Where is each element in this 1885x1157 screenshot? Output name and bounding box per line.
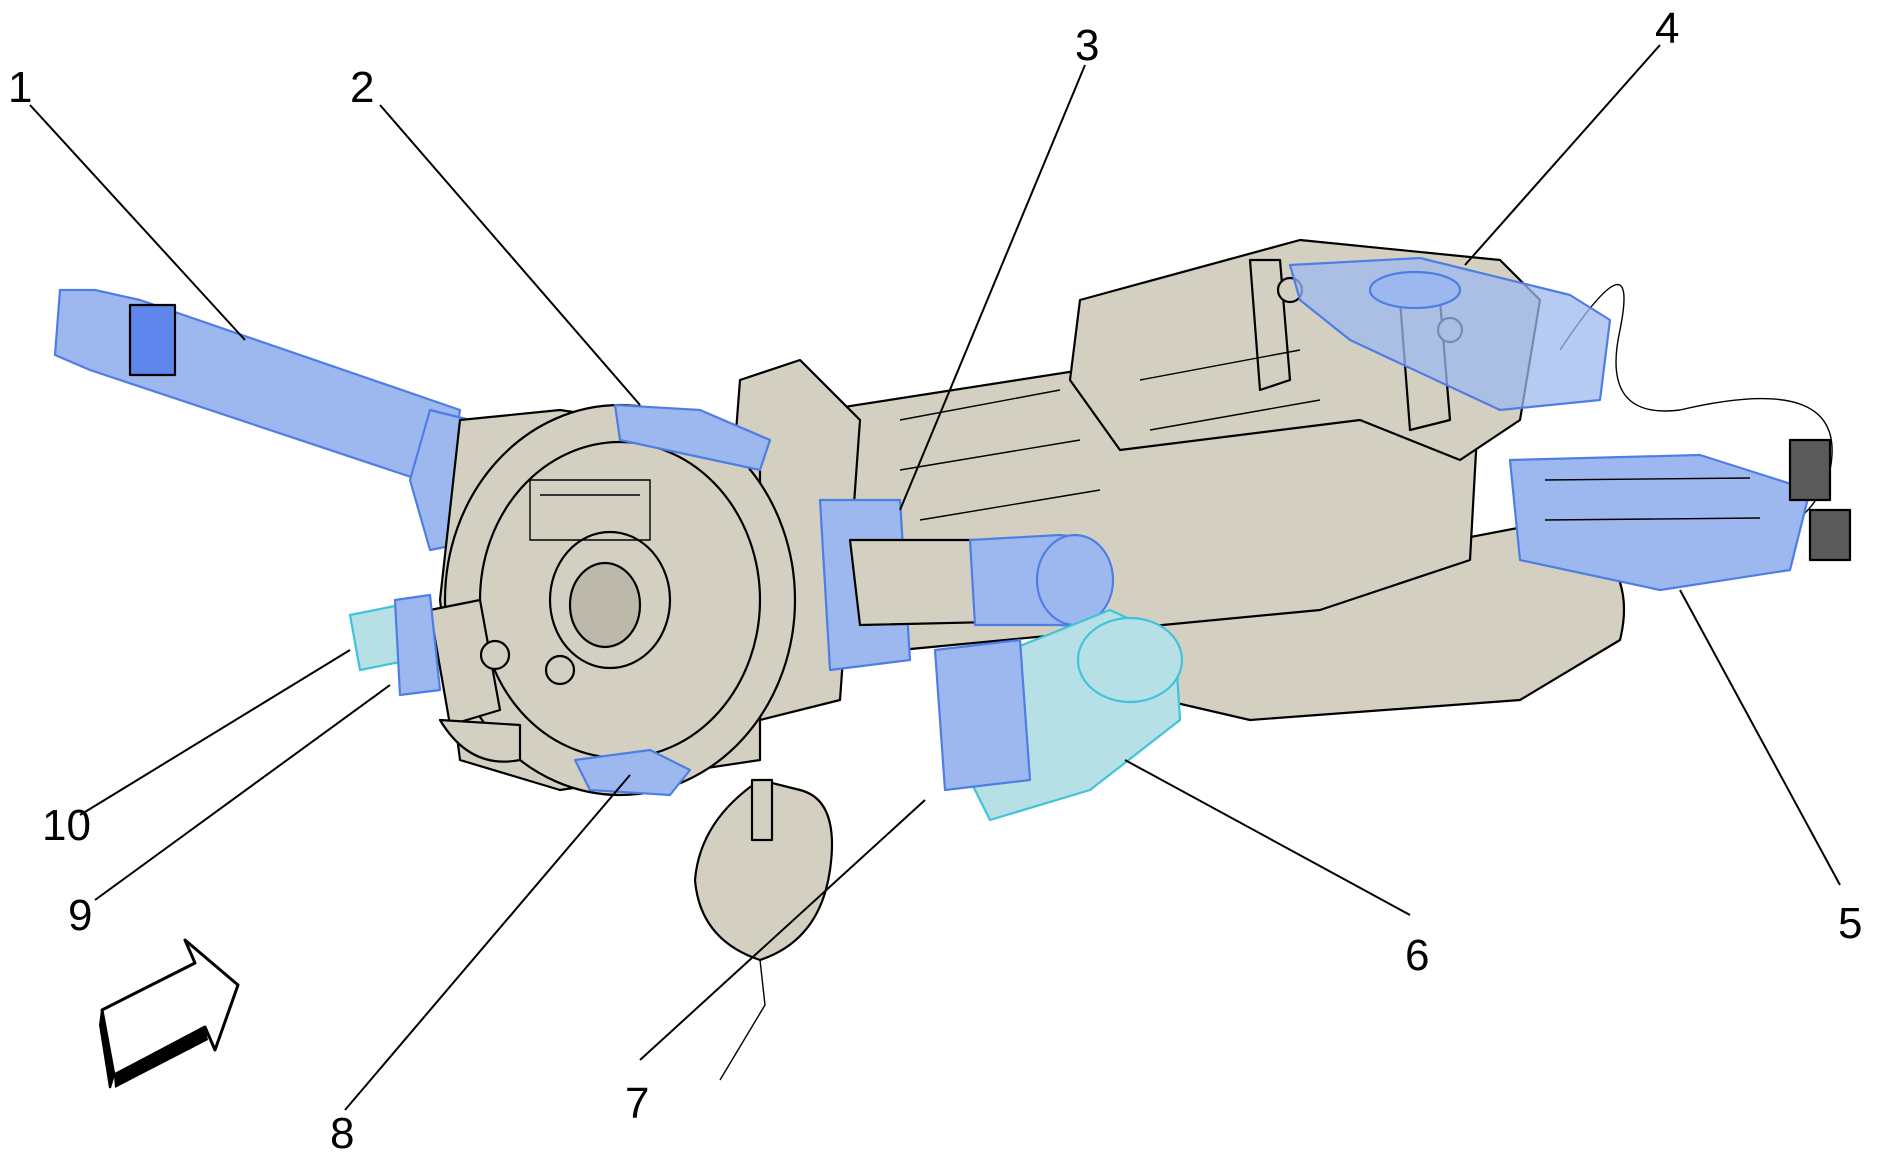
- leader-8: [344, 774, 631, 1111]
- callout-6: 6: [1405, 931, 1429, 980]
- leader-2: [379, 104, 641, 406]
- clock-spring-bottom-connector: [573, 748, 692, 797]
- callout-2: 2: [350, 63, 374, 112]
- leader-10: [79, 649, 351, 816]
- steering-column-control-module: [1508, 438, 1852, 592]
- clock-spring-top-connector: [613, 403, 772, 472]
- ignition-lock-module: [933, 608, 1184, 822]
- callout-5: 5: [1838, 899, 1862, 948]
- side-blue-connector: [393, 593, 442, 697]
- leader-1: [29, 104, 246, 341]
- upper-bracket-module: [1288, 256, 1612, 412]
- wiper-washer-lever: [818, 498, 1115, 672]
- leader-lines: [29, 44, 1841, 1111]
- callout-10: 10: [42, 801, 91, 850]
- harness-loop: [693, 778, 834, 1081]
- callout-8: 8: [330, 1109, 354, 1157]
- leader-9: [94, 684, 391, 901]
- front-direction-arrow-icon: [98, 938, 240, 1089]
- callout-9: 9: [68, 891, 92, 940]
- callout-3: 3: [1075, 21, 1099, 70]
- callout-7: 7: [625, 1079, 649, 1128]
- callout-1: 1: [8, 63, 32, 112]
- turn-signal-multifunction-lever: [53, 288, 482, 552]
- clock-spring-assembly: [428, 403, 797, 797]
- callout-labels: 1 2 3 4 5 6 7 8 9 10: [8, 4, 1862, 1157]
- callout-4: 4: [1655, 4, 1679, 53]
- leader-6: [1124, 759, 1411, 916]
- leader-3: [899, 64, 1086, 511]
- leader-7: [639, 799, 926, 1061]
- leader-5: [1679, 589, 1841, 886]
- leader-4: [1464, 44, 1661, 266]
